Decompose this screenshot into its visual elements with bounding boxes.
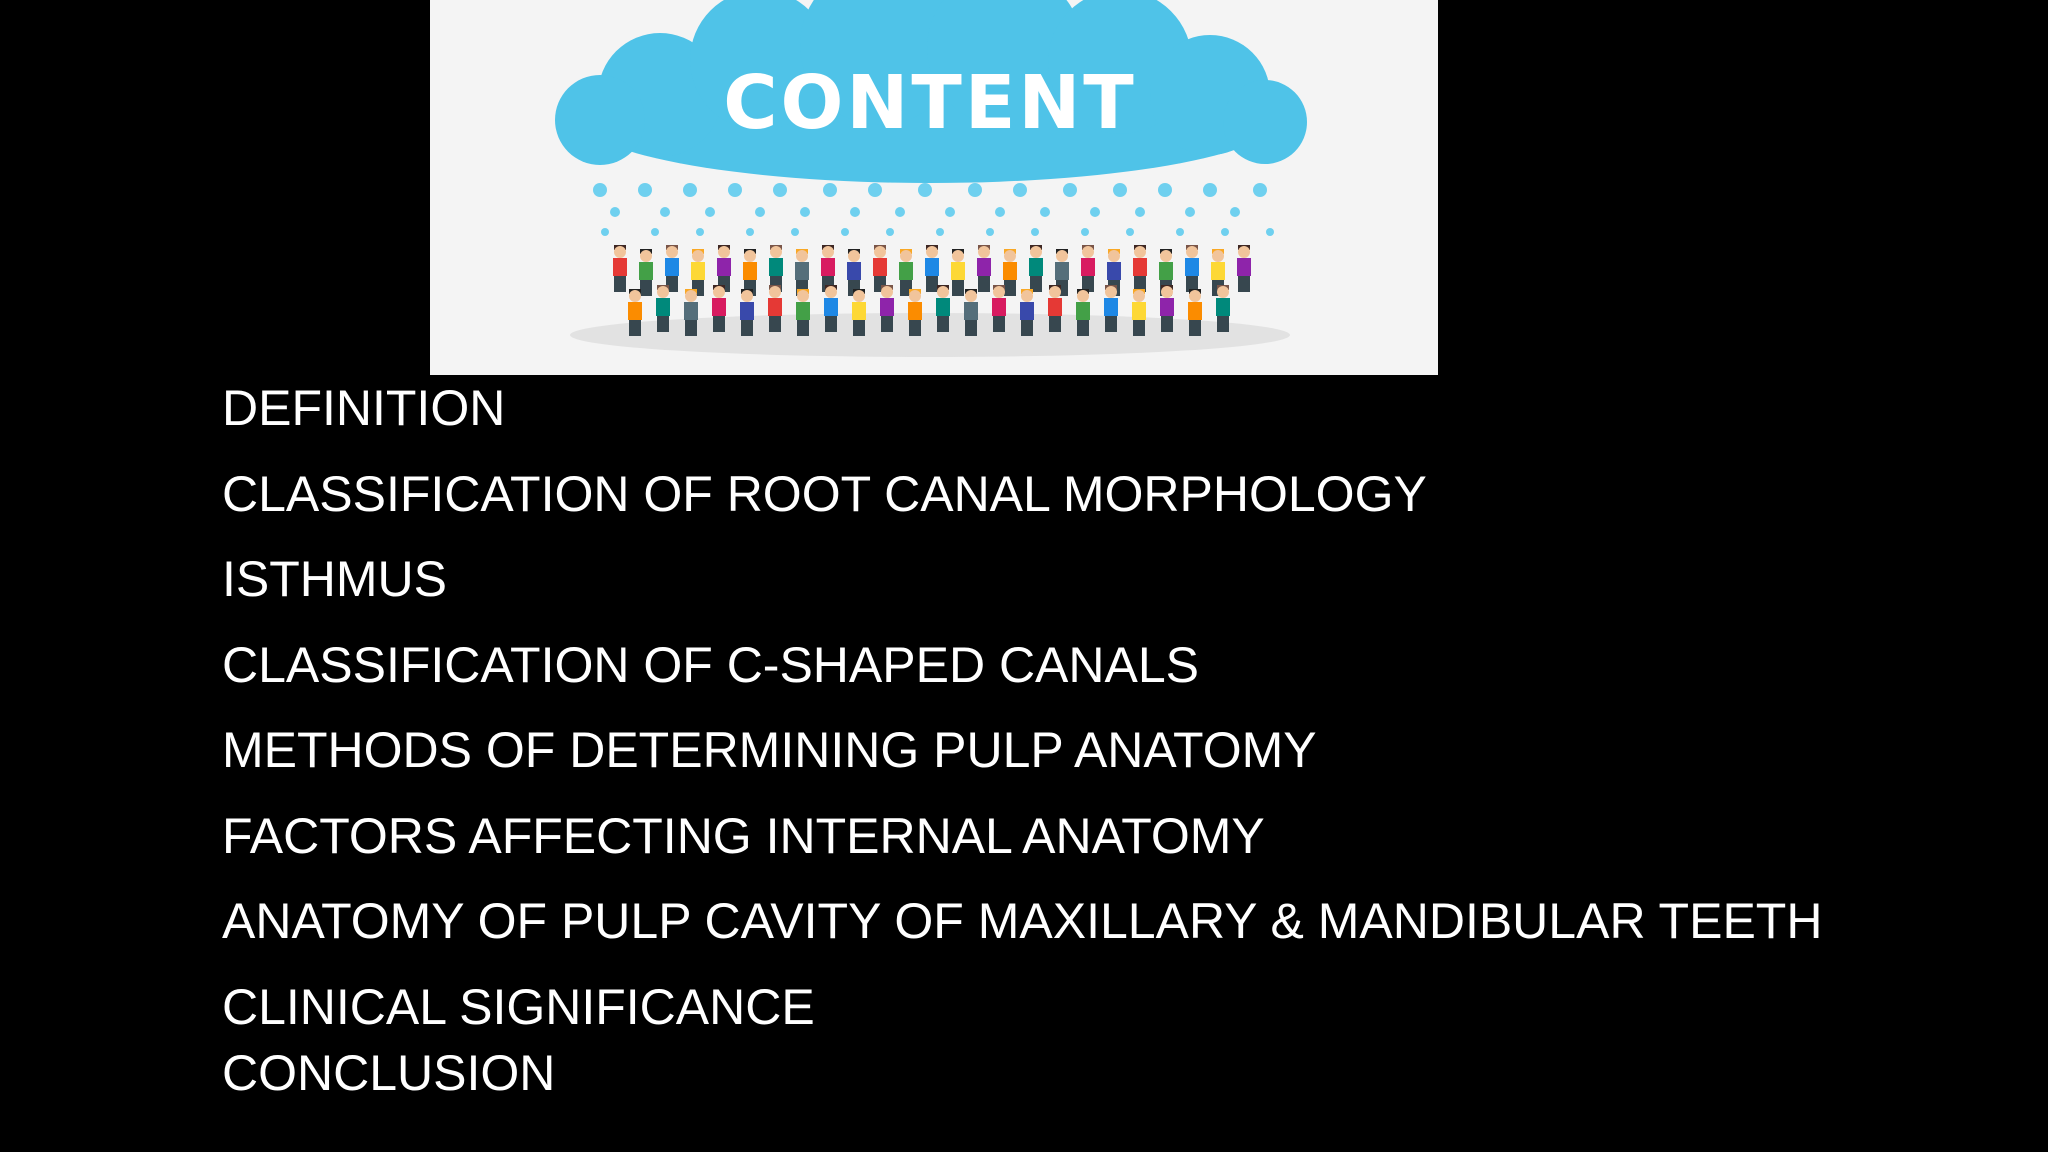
cloud-icon — [555, 0, 1307, 183]
list-item: CLASSIFICATION OF C-SHAPED CANALS — [222, 636, 1200, 693]
cloud-people-illustration: CONTENT — [430, 0, 1438, 375]
people-crowd — [613, 245, 1251, 336]
list-item: CLASSIFICATION OF ROOT CANAL MORPHOLOGY — [222, 465, 1427, 522]
content-list: DEFINITION CLASSIFICATION OF ROOT CANAL … — [222, 378, 2002, 1128]
banner-title: CONTENT — [723, 60, 1137, 146]
content-banner-image: CONTENT — [430, 0, 1438, 375]
list-item: DEFINITION — [222, 380, 506, 436]
raindrops — [593, 183, 1274, 236]
list-item: CONCLUSION — [222, 1044, 556, 1101]
list-item: CLINICAL SIGNIFICANCE — [222, 978, 815, 1035]
list-item: METHODS OF DETERMINING PULP ANATOMY — [222, 722, 1317, 778]
list-item: FACTORS AFFECTING INTERNAL ANATOMY — [222, 807, 1265, 864]
list-item: ISTHMUS — [222, 551, 447, 607]
list-item: ANATOMY OF PULP CAVITY OF MAXILLARY & MA… — [222, 893, 1823, 949]
